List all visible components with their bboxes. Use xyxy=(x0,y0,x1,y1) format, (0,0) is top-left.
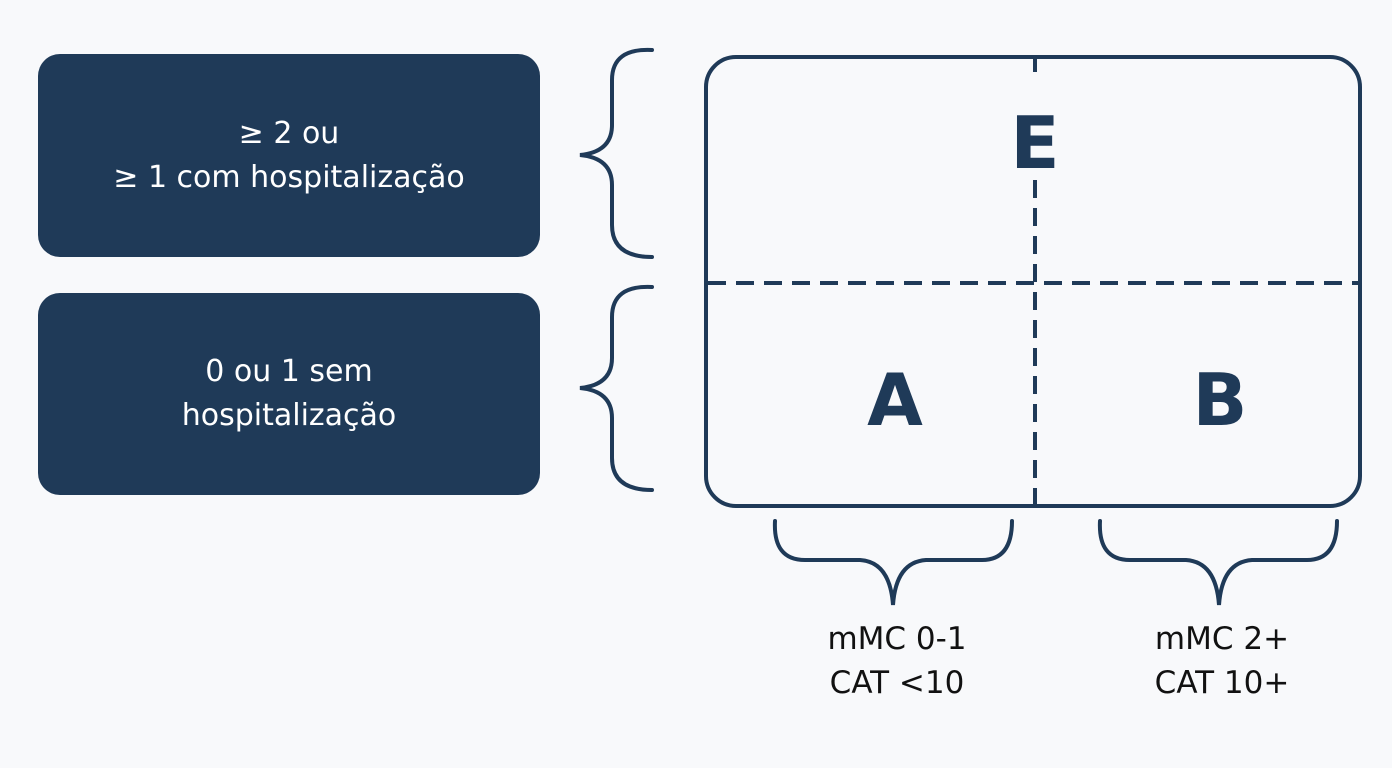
column-label-line2: CAT 10+ xyxy=(1154,665,1290,701)
exacerbation-low-box: 0 ou 1 sem hospitalização xyxy=(38,293,540,495)
bottom-brace-left xyxy=(772,519,1014,606)
column-label-line2: CAT <10 xyxy=(829,665,965,701)
row-label-line1: 0 ou 1 sem xyxy=(205,354,373,389)
left-brace-top xyxy=(579,47,654,259)
group-e-label: E xyxy=(1010,101,1059,185)
left-brace-bottom xyxy=(579,284,654,492)
row-label-line2: hospitalização xyxy=(181,398,397,433)
column-label-right: mMC 2+ CAT 10+ xyxy=(1072,617,1372,705)
group-b-label: B xyxy=(1193,358,1248,442)
column-label-line1: mMC 2+ xyxy=(1154,621,1290,657)
row-label-line1: ≥ 2 ou xyxy=(238,115,340,151)
grid-frame xyxy=(704,55,1362,508)
bottom-brace-right xyxy=(1097,519,1339,606)
column-label-line1: mMC 0-1 xyxy=(827,621,967,657)
exacerbation-high-box: ≥ 2 ou ≥ 1 com hospitalização xyxy=(38,54,540,257)
group-a-label: A xyxy=(867,358,923,442)
column-label-left: mMC 0-1 CAT <10 xyxy=(747,617,1047,705)
row-label-line2: ≥ 1 com hospitalização xyxy=(113,159,465,195)
